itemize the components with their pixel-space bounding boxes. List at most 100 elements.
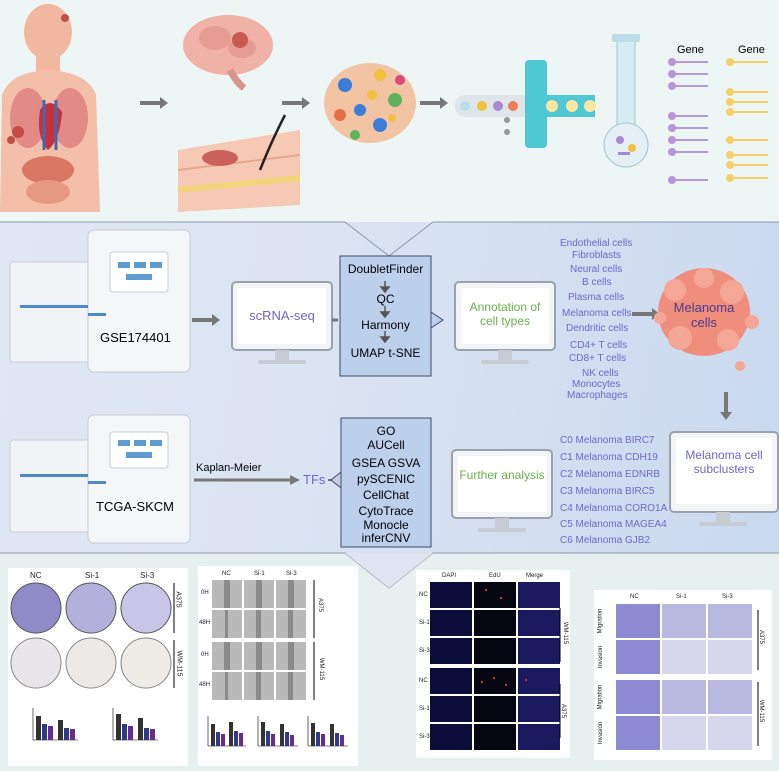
pipeline2-step-4: CellChat <box>362 488 410 502</box>
subcluster-3: C3 Melanoma BIRC5 <box>560 486 655 497</box>
wound-row-0: 0H <box>201 590 209 596</box>
pipeline2-step-1: AUCell <box>367 438 405 452</box>
further-label: Further analysis <box>459 468 545 482</box>
pipeline-2-text: GO AUCell GSEA GSVA pySCENIC CellChat Cy… <box>341 420 431 549</box>
pipeline2-step-2: GSEA GSVA <box>351 456 421 470</box>
transwell-images <box>616 604 759 750</box>
monitor-further <box>451 449 553 532</box>
brain-illustration <box>183 15 273 91</box>
pipeline2-step-3: pySCENIC <box>356 472 415 486</box>
subcluster-1: C1 Melanoma CDH19 <box>560 452 658 463</box>
cell-type-6: Dendritic cells <box>566 323 629 334</box>
monitor-annotation <box>454 281 556 364</box>
cell-type-11: Macrophages <box>567 390 628 401</box>
edu-col-1: EdU <box>489 573 501 579</box>
wound-row-3: 48H <box>199 682 211 688</box>
wound-col-1: Si-1 <box>254 571 265 577</box>
pipeline2-step-5: CytoTrace <box>358 504 414 518</box>
wound-group-1: WM-115 <box>318 657 325 681</box>
tumor-cell-cluster <box>324 63 416 143</box>
pipeline2-step-6: Monocle <box>363 518 409 532</box>
transwell-row-3: Invasion <box>598 721 605 745</box>
colony-formation-panel: NC Si-1 Si-3 A375 WM-115 <box>8 568 188 766</box>
sequencing-tube <box>603 34 649 168</box>
transwell-group-1: WM-115 <box>758 699 765 723</box>
dataset-bulk-label: TCGA-SKCM <box>96 499 174 514</box>
transwell-row-2: Migration <box>597 684 604 710</box>
subclusters-label: Melanoma cell subclusters <box>685 448 763 476</box>
subcluster-0: C0 Melanoma BIRC7 <box>560 435 655 446</box>
km-label: Kaplan-Meier <box>196 462 262 474</box>
pipeline1-step-0: DoubletFinder <box>347 262 424 276</box>
monitor-scrna <box>231 281 333 364</box>
cell-type-0: Endothelial cells <box>560 238 633 249</box>
edu-group-0: WM-115 <box>562 621 569 645</box>
transwell-group-0: A375 <box>758 629 765 645</box>
subcluster-5: C5 Melanoma MAGEA4 <box>560 519 667 530</box>
wound-group-0: A375 <box>317 597 324 613</box>
cell-type-5: Melanoma cells <box>562 308 632 319</box>
sequencer-machine-1 <box>9 229 191 373</box>
colony-col-1: Si-1 <box>85 571 100 580</box>
sequencer-machine-2 <box>9 414 191 544</box>
wound-col-0: NC <box>222 571 231 577</box>
gene-label-2: Gene <box>738 44 765 56</box>
scrna-label: scRNA-seq <box>249 308 315 323</box>
skin-illustration <box>177 114 301 212</box>
transwell-row-0: Migration <box>597 608 604 634</box>
cell-type-3: B cells <box>582 277 612 288</box>
edu-images <box>430 582 561 750</box>
melanoma-cells-illustration <box>654 268 759 371</box>
edu-col-2: Merge <box>526 573 544 579</box>
gene-label-1: Gene <box>677 44 704 56</box>
pipeline-1-text: DoubletFinder QC Harmony UMAP t-SNE <box>340 256 431 376</box>
cell-type-2: Neural cells <box>570 264 623 275</box>
cell-type-1: Fibroblasts <box>572 250 621 261</box>
edu-panel: DAPI EdU Merge NC Si-1 Si-3 NC Si-1 Si-3… <box>416 570 570 758</box>
transwell-panel: NC Si-1 Si-3 Migration Invasion Migratio… <box>594 590 772 760</box>
cell-type-8: CD8+ T cells <box>569 353 627 364</box>
edu-row-5: Si-3 <box>419 734 430 740</box>
edu-row-1: Si-1 <box>419 620 430 626</box>
annotation-label: Annotation of cell types <box>469 300 541 328</box>
gene-list-purple <box>672 61 708 181</box>
human-body-illustration <box>0 4 100 212</box>
melanoma-label: Melanoma cells <box>673 300 735 330</box>
cell-type-4: Plasma cells <box>568 292 625 303</box>
subcluster-2: C2 Melanoma EDNRB <box>560 469 661 480</box>
wound-col-2: Si-3 <box>286 571 297 577</box>
edu-group-1: A375 <box>560 703 567 719</box>
cell-type-9: NK cells <box>582 368 619 379</box>
colony-col-2: Si-3 <box>140 571 155 580</box>
monitor-subclusters <box>669 431 779 526</box>
gene-list-yellow <box>730 61 768 179</box>
pipeline1-step-3: UMAP t-SNE <box>350 346 421 360</box>
pipeline-box-2 <box>340 417 432 548</box>
edu-col-0: DAPI <box>442 573 457 579</box>
colony-plates <box>10 582 175 741</box>
cell-type-10: Monocytes <box>572 379 621 390</box>
pipeline1-step-1: QC <box>376 292 395 306</box>
tfs-label: TFs <box>303 472 326 487</box>
transwell-col-1: Si-1 <box>676 594 687 600</box>
wound-healing-panel: NC Si-1 Si-3 0H 48H 0H 48H A375 WM-115 <box>198 566 358 766</box>
wound-images <box>207 580 348 747</box>
pipeline1-step-2: Harmony <box>361 318 410 332</box>
edu-row-2: Si-3 <box>419 648 430 654</box>
cell-type-7: CD4+ T cells <box>570 340 628 351</box>
pipeline2-step-7: inferCNV <box>361 531 411 545</box>
colony-row-0: A375 <box>174 591 182 608</box>
subcluster-4: C4 Melanoma CORO1A <box>560 503 668 514</box>
colony-row-1: WM-115 <box>175 650 183 677</box>
transwell-col-2: Si-3 <box>722 594 733 600</box>
wound-row-2: 0H <box>201 652 209 658</box>
colony-col-0: NC <box>30 571 42 580</box>
dataset-sc-label: GSE174401 <box>100 330 171 345</box>
transwell-row-1: Invasion <box>598 645 605 669</box>
edu-row-4: Si-1 <box>419 706 430 712</box>
microfluidic-chip <box>455 60 596 148</box>
transwell-col-0: NC <box>630 594 639 600</box>
pipeline2-step-0: GO <box>376 424 396 438</box>
subcluster-6: C6 Melanoma GJB2 <box>560 535 651 546</box>
